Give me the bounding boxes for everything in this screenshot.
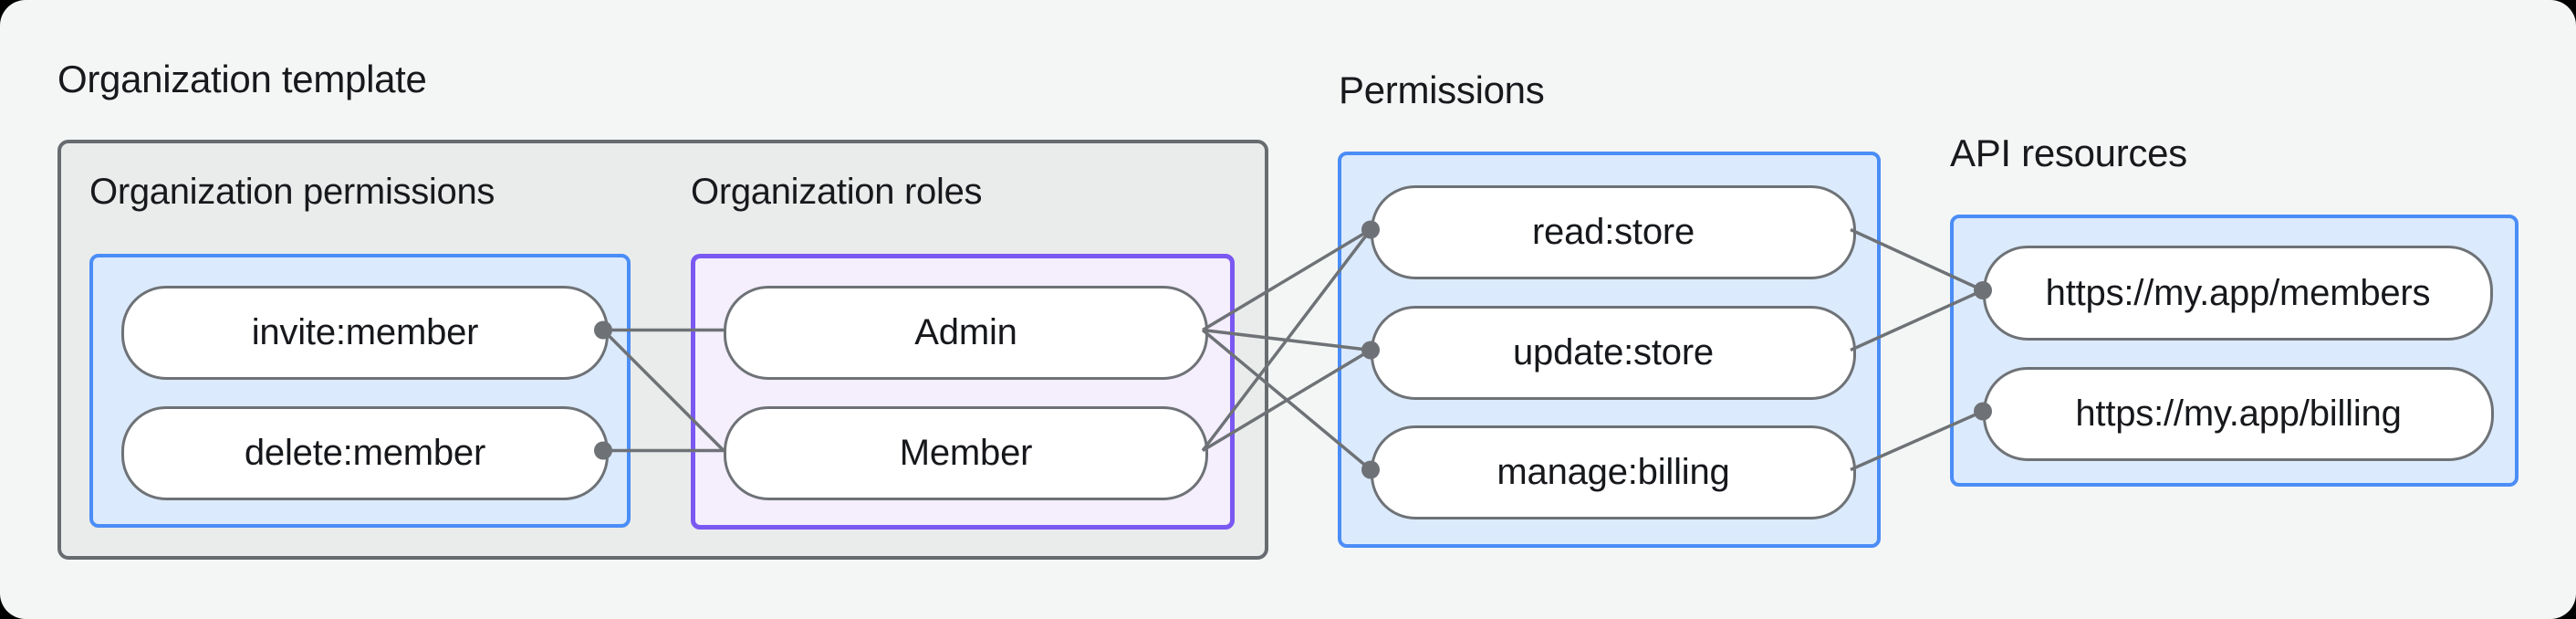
pill-delete-member: delete:member <box>121 406 609 500</box>
pill-api-members: https://my.app/members <box>1983 246 2493 341</box>
pill-invite-member: invite:member <box>121 286 609 380</box>
pill-role-admin: Admin <box>724 286 1208 380</box>
pill-api-billing: https://my.app/billing <box>1983 367 2494 461</box>
org-roles-label: Organization roles <box>691 172 983 212</box>
org-template-title: Organization template <box>57 58 427 100</box>
pill-read-store: read:store <box>1371 185 1856 279</box>
permissions-title: Permissions <box>1339 68 1545 111</box>
api-resources-title: API resources <box>1950 131 2187 174</box>
org-permissions-label: Organization permissions <box>89 172 495 212</box>
pill-role-member: Member <box>724 406 1208 500</box>
pill-update-store: update:store <box>1371 306 1856 400</box>
pill-manage-billing: manage:billing <box>1371 425 1856 519</box>
